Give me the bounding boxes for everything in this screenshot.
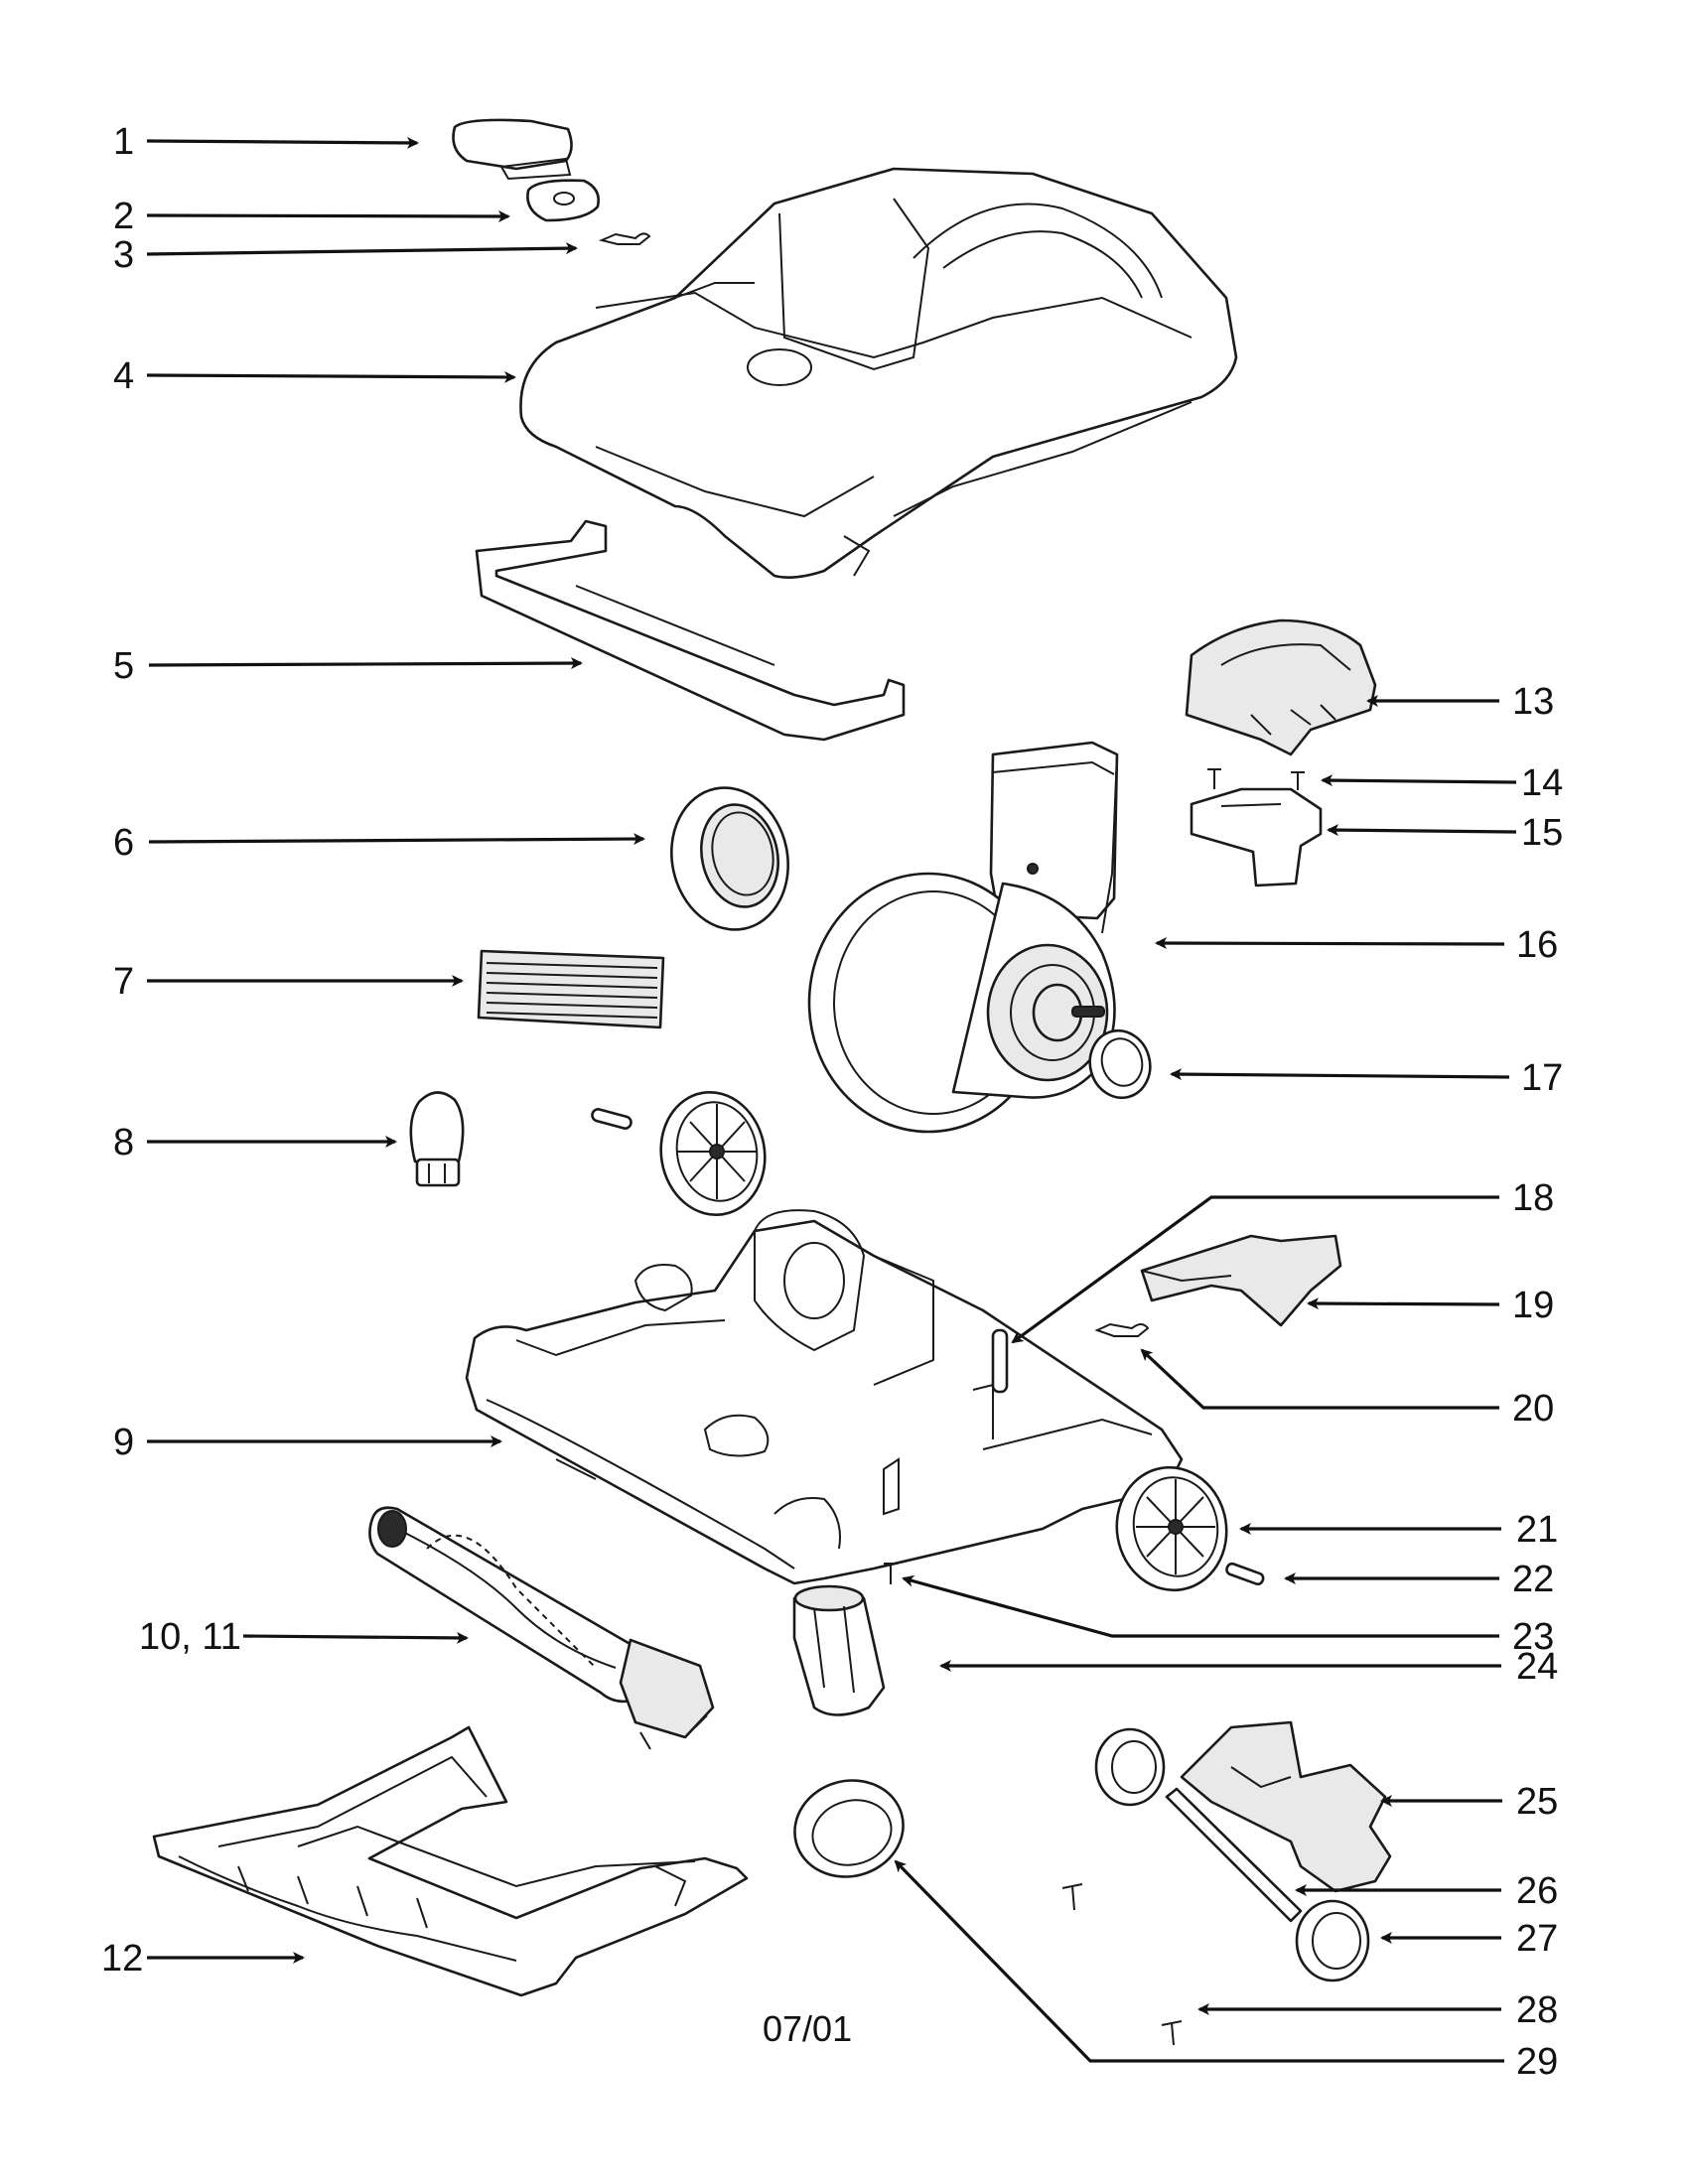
- callout-18: 18: [1512, 1177, 1554, 1219]
- callout-17: 17: [1521, 1057, 1563, 1099]
- callout-8: 8: [113, 1122, 134, 1163]
- callout-29: 29: [1516, 2041, 1558, 2083]
- part-13-housing: [1185, 618, 1377, 756]
- part-20-spring: [1094, 1322, 1150, 1337]
- callout-16: 16: [1516, 924, 1558, 966]
- callout-20: 20: [1512, 1388, 1554, 1430]
- part-8-bulb: [409, 1091, 465, 1187]
- part-14-screws: [1207, 768, 1305, 790]
- callout-19: 19: [1512, 1285, 1554, 1326]
- part-12-bottom-plate: [152, 1725, 749, 1997]
- part-1-filter-door: [452, 118, 573, 181]
- callout-27: 27: [1516, 1918, 1558, 1960]
- part-15-bracket: [1190, 787, 1323, 887]
- part-4-top-cover: [519, 167, 1238, 579]
- callout-15: 15: [1521, 812, 1563, 854]
- part-19-pedal: [1140, 1234, 1342, 1327]
- part-26-axle-rod: [1165, 1787, 1303, 1923]
- part-3-clip: [598, 232, 651, 245]
- part-25-bracket: [1180, 1720, 1392, 1893]
- part-21-wheel: [1115, 1465, 1228, 1592]
- part-28-screws: [1061, 1883, 1183, 2046]
- callout-9: 9: [113, 1422, 134, 1463]
- part-6-ring: [670, 786, 789, 931]
- callout-3: 3: [113, 234, 134, 276]
- callout-13: 13: [1512, 681, 1554, 723]
- callout-5: 5: [113, 645, 134, 687]
- callout-4: 4: [113, 355, 134, 397]
- callout-7: 7: [113, 961, 134, 1003]
- callout-23: 23: [1512, 1616, 1554, 1658]
- callout-28: 28: [1516, 1989, 1558, 2031]
- part-27-wheels: [1094, 1727, 1370, 1982]
- callout-24: 24: [1516, 1646, 1558, 1688]
- part-24-pulley: [792, 1584, 886, 1716]
- part-10-11-brushroll: [368, 1506, 715, 1750]
- part-16-motor: [807, 741, 1119, 1134]
- date-code: 07/01: [763, 2008, 852, 2049]
- part-23-screw: [884, 1563, 898, 1584]
- callout-labels: 1 2 3 4 5 6 7 8 9 10, 11 12 13 14 15 16 …: [101, 121, 1563, 2083]
- callout-6: 6: [113, 822, 134, 864]
- part-7-filter: [477, 949, 665, 1029]
- part-5-frame: [475, 519, 906, 742]
- callout-21: 21: [1516, 1509, 1558, 1551]
- part-wheel-left: [591, 1090, 767, 1217]
- part-9-base: [465, 1209, 1184, 1585]
- leader-lines: [146, 136, 1517, 2063]
- callout-10-11: 10, 11: [139, 1616, 241, 1658]
- part-29-belt: [793, 1779, 905, 1878]
- callout-26: 26: [1516, 1870, 1558, 1912]
- callout-2: 2: [113, 196, 134, 237]
- part-22-axle-pin: [1225, 1562, 1265, 1586]
- callout-12: 12: [101, 1938, 143, 1979]
- part-2-cap: [526, 179, 600, 222]
- callout-14: 14: [1521, 762, 1563, 804]
- callout-1: 1: [113, 121, 134, 163]
- callout-22: 22: [1512, 1559, 1554, 1600]
- part-17-ring: [1088, 1028, 1152, 1100]
- callout-25: 25: [1516, 1781, 1558, 1823]
